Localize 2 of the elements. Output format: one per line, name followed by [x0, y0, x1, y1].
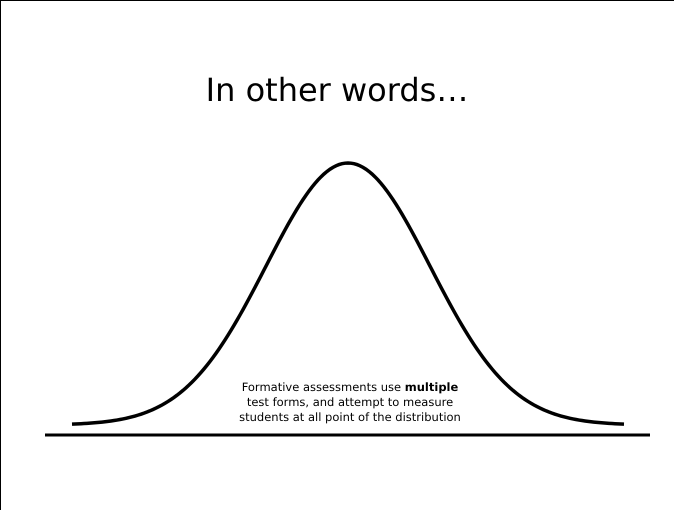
- slide-title: In other words…: [204, 70, 470, 110]
- curve-caption: Formative assessments use multiple test forms, and attempt to measure students at all point of the distribution: [238, 380, 462, 425]
